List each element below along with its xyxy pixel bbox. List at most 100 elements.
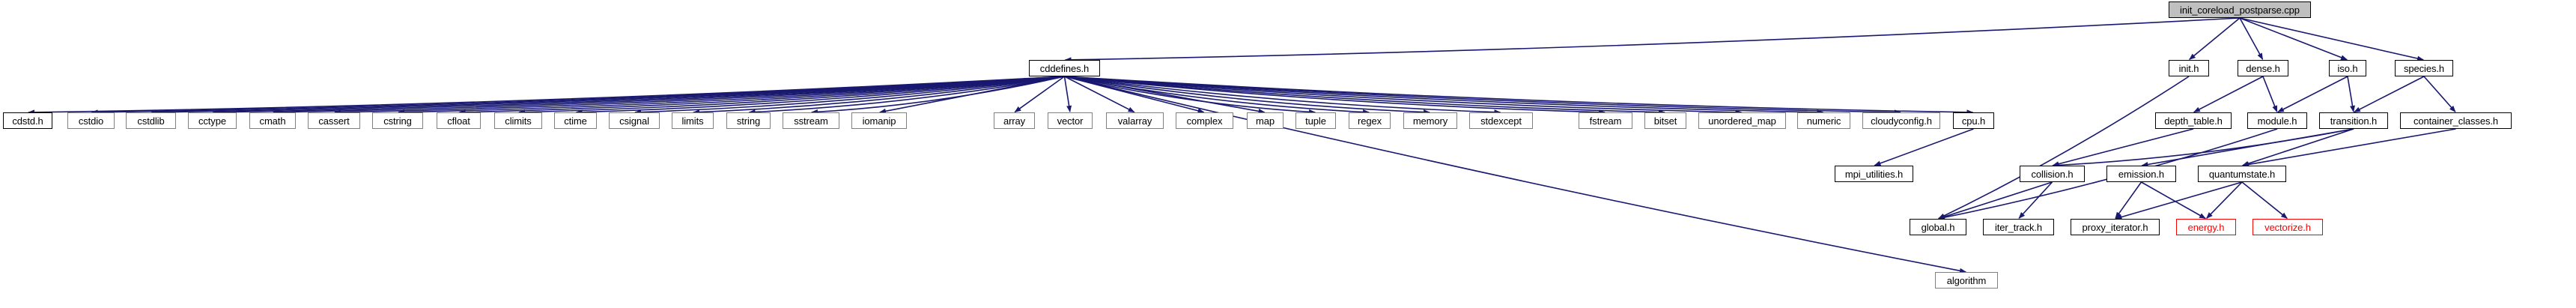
edge-root-to-species	[2239, 17, 2424, 61]
edge-cddefines-to-algorithm	[1064, 76, 1967, 274]
graph-node-label: fstream	[1589, 115, 1622, 127]
graph-node-label: complex	[1186, 115, 1223, 127]
edge-quantumstate-to-proxy_iterator	[2115, 181, 2243, 220]
graph-node-tuple[interactable]: tuple	[1295, 112, 1336, 129]
graph-node-collision[interactable]: collision.h	[2020, 166, 2085, 182]
graph-node-regex[interactable]: regex	[1349, 112, 1391, 129]
graph-node-root[interactable]: init_coreload_postparse.cpp	[2169, 1, 2311, 18]
graph-node-label: iso.h	[2337, 62, 2358, 74]
graph-node-cpu[interactable]: cpu.h	[1953, 112, 1994, 129]
graph-node-emission[interactable]: emission.h	[2106, 166, 2176, 182]
graph-node-cctype[interactable]: cctype	[188, 112, 237, 129]
edge-quantumstate-to-vectorize	[2241, 181, 2288, 220]
graph-node-numeric[interactable]: numeric	[1797, 112, 1850, 129]
graph-node-cddefines[interactable]: cddefines.h	[1029, 60, 1100, 76]
graph-node-memory[interactable]: memory	[1403, 112, 1457, 129]
graph-node-label: init.h	[2178, 62, 2199, 74]
graph-node-label: csignal	[619, 115, 649, 127]
edge-root-to-iso	[2239, 17, 2348, 61]
graph-node-label: cloudyconfig.h	[1871, 115, 1932, 127]
graph-node-global[interactable]: global.h	[1910, 219, 1966, 235]
graph-node-label: stdexcept	[1480, 115, 1522, 127]
edge-cddefines-to-cstring	[397, 76, 1065, 115]
edge-cddefines-to-tuple	[1064, 76, 1316, 115]
graph-node-complex[interactable]: complex	[1176, 112, 1233, 129]
edge-root-to-dense	[2239, 17, 2264, 60]
graph-node-label: valarray	[1117, 115, 1152, 127]
graph-node-label: sstream	[794, 115, 828, 127]
graph-node-cloudyconfig[interactable]: cloudyconfig.h	[1862, 112, 1940, 129]
graph-node-depth_table[interactable]: depth_table.h	[2155, 112, 2232, 129]
graph-node-label: cctype	[198, 115, 226, 127]
graph-node-cdstd[interactable]: cdstd.h	[3, 112, 52, 129]
edge-cddefines-to-sstream	[810, 76, 1065, 115]
edge-cddefines-to-climits	[517, 76, 1065, 115]
graph-node-label: species.h	[2403, 62, 2445, 74]
graph-node-label: tuple	[1305, 115, 1326, 127]
graph-node-label: numeric	[1806, 115, 1841, 127]
graph-node-iso[interactable]: iso.h	[2329, 60, 2366, 76]
edge-cddefines-to-vector	[1063, 76, 1072, 112]
graph-node-csignal[interactable]: csignal	[609, 112, 660, 129]
graph-node-label: cddefines.h	[1039, 62, 1090, 74]
graph-node-vectorize[interactable]: vectorize.h	[2253, 219, 2323, 235]
edge-quantumstate-to-energy	[2206, 181, 2243, 220]
graph-node-label: cstdlib	[137, 115, 165, 127]
graph-node-quantumstate[interactable]: quantumstate.h	[2198, 166, 2286, 182]
graph-node-label: iomanip	[862, 115, 896, 127]
graph-node-array[interactable]: array	[994, 112, 1035, 129]
graph-node-label: vectorize.h	[2264, 221, 2311, 233]
graph-node-label: algorithm	[1946, 274, 1987, 286]
graph-node-cstdio[interactable]: cstdio	[67, 112, 115, 129]
edge-cddefines-to-numeric	[1064, 76, 1824, 115]
graph-node-string[interactable]: string	[726, 112, 771, 129]
graph-node-valarray[interactable]: valarray	[1106, 112, 1164, 129]
edge-cddefines-to-limits	[692, 76, 1065, 115]
graph-node-cstdlib[interactable]: cstdlib	[126, 112, 176, 129]
graph-node-iter_track[interactable]: iter_track.h	[1983, 219, 2054, 235]
graph-node-label: string	[736, 115, 761, 127]
graph-node-sstream[interactable]: sstream	[783, 112, 839, 129]
graph-node-label: global.h	[1921, 221, 1955, 233]
graph-node-energy[interactable]: energy.h	[2176, 219, 2236, 235]
graph-node-stdexcept[interactable]: stdexcept	[1469, 112, 1533, 129]
edge-cddefines-to-fstream	[1064, 76, 1606, 115]
graph-node-module[interactable]: module.h	[2247, 112, 2307, 129]
graph-node-map[interactable]: map	[1247, 112, 1284, 129]
graph-node-label: map	[1256, 115, 1275, 127]
graph-node-cfloat[interactable]: cfloat	[437, 112, 481, 129]
edge-depth_table-to-collision	[2052, 128, 2194, 167]
graph-node-vector[interactable]: vector	[1048, 112, 1093, 129]
graph-node-mpi_utilities[interactable]: mpi_utilities.h	[1835, 166, 1913, 182]
graph-node-container_classes[interactable]: container_classes.h	[2400, 112, 2512, 129]
edge-cddefines-to-cdstd	[27, 76, 1065, 115]
edge-root-to-init	[2188, 17, 2241, 60]
graph-node-climits[interactable]: climits	[494, 112, 542, 129]
graph-node-label: limits	[681, 115, 704, 127]
edge-cddefines-to-cmath	[272, 76, 1065, 115]
graph-node-dense[interactable]: dense.h	[2238, 60, 2288, 76]
graph-node-init[interactable]: init.h	[2169, 60, 2209, 76]
graph-node-cmath[interactable]: cmath	[249, 112, 296, 129]
graph-node-cstring[interactable]: cstring	[372, 112, 423, 129]
graph-node-iomanip[interactable]: iomanip	[851, 112, 907, 129]
edge-init-to-global	[1937, 76, 2190, 220]
graph-node-species[interactable]: species.h	[2395, 60, 2453, 76]
graph-node-cassert[interactable]: cassert	[308, 112, 360, 129]
graph-node-label: cdstd.h	[12, 115, 43, 127]
graph-node-label: module.h	[2257, 115, 2297, 127]
edge-cddefines-to-cstdlib	[151, 76, 1065, 115]
graph-node-ctime[interactable]: ctime	[554, 112, 597, 129]
graph-node-fstream[interactable]: fstream	[1579, 112, 1632, 129]
edge-cddefines-to-cloudyconfig	[1064, 76, 1901, 115]
graph-node-bitset[interactable]: bitset	[1644, 112, 1686, 129]
graph-node-transition[interactable]: transition.h	[2319, 112, 2388, 129]
graph-node-label: container_classes.h	[2414, 115, 2498, 127]
graph-node-proxy_iterator[interactable]: proxy_iterator.h	[2071, 219, 2160, 235]
graph-node-unordered_map[interactable]: unordered_map	[1698, 112, 1786, 129]
edge-emission-to-proxy_iterator	[2115, 181, 2142, 219]
graph-node-limits[interactable]: limits	[672, 112, 714, 129]
edge-collision-to-iter_track	[2018, 181, 2053, 219]
graph-node-algorithm[interactable]: algorithm	[1935, 272, 1998, 289]
